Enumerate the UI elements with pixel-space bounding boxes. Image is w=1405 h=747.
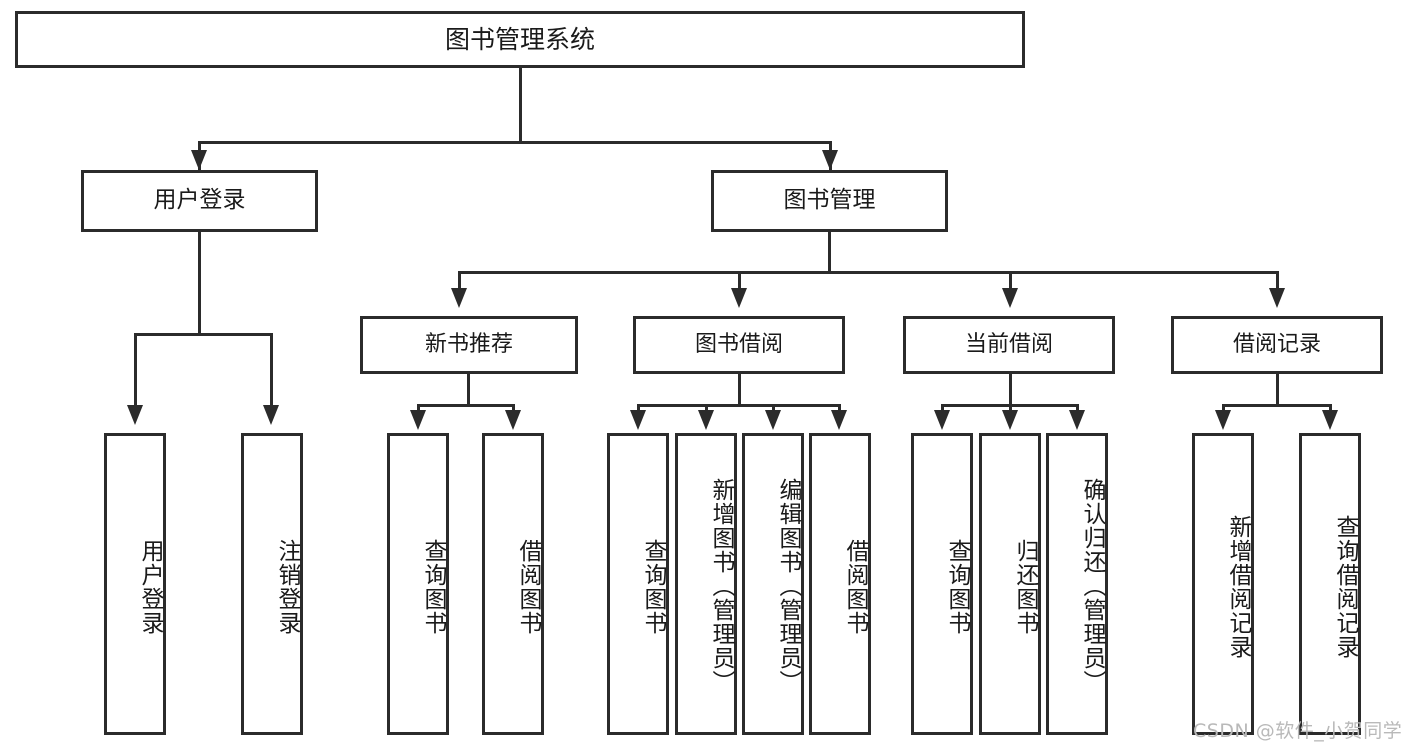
connector-root-stem	[519, 68, 522, 143]
node-label: 图书借阅	[694, 332, 783, 358]
leaf-node-query-book-3[interactable]: 查询图书	[911, 433, 973, 735]
connector-book-manage-bar	[458, 271, 1278, 274]
leaf-node-edit-book[interactable]: 编辑图书（管理员）	[742, 433, 804, 735]
connector-book-borrow-bar	[637, 404, 841, 407]
connector-root-bar	[198, 141, 832, 144]
leaf-node-user-login[interactable]: 用户登录	[104, 433, 166, 735]
connector-new-book-stem	[467, 374, 470, 406]
arrowhead-leaf-query-book-3	[934, 410, 950, 430]
connector-current-borrow-stem	[1009, 374, 1012, 406]
leaf-node-query-book-2[interactable]: 查询图书	[607, 433, 669, 735]
leaf-node-confirm-return[interactable]: 确认归还（管理员）	[1046, 433, 1108, 735]
arrowhead-leaf-add-book	[698, 410, 714, 430]
node-label: 查询图书	[420, 539, 446, 635]
node-label: 注销登录	[274, 539, 300, 635]
leaf-node-add-record[interactable]: 新增借阅记录	[1192, 433, 1254, 735]
leaf-node-borrow-book-2[interactable]: 借阅图书	[809, 433, 871, 735]
connector-book-manage-branch-2	[738, 271, 741, 297]
node-label: 图书管理系统	[444, 24, 595, 54]
node-root-book-management-system[interactable]: 图书管理系统	[15, 11, 1025, 68]
connector-book-manage-branch-3	[1009, 271, 1012, 297]
node-label: 查询借阅记录	[1332, 515, 1358, 659]
arrowhead-leaf-confirm-return	[1069, 410, 1085, 430]
leaf-node-query-book-1[interactable]: 查询图书	[387, 433, 449, 735]
arrowhead-user-login	[191, 150, 207, 170]
connector-user-login-branch-1	[134, 333, 137, 413]
node-label: 编辑图书（管理员）	[775, 478, 801, 694]
arrowhead-leaf-borrow-book-1	[505, 410, 521, 430]
node-current-borrow[interactable]: 当前借阅	[903, 316, 1115, 374]
node-borrow-record[interactable]: 借阅记录	[1171, 316, 1383, 374]
connector-book-manage-branch-4	[1276, 271, 1279, 297]
node-label: 归还图书	[1012, 539, 1038, 635]
arrowhead-book-manage	[822, 150, 838, 170]
node-label: 新增图书（管理员）	[708, 478, 734, 694]
arrowhead-borrow-record	[1269, 288, 1285, 308]
node-book-borrow[interactable]: 图书借阅	[633, 316, 845, 374]
csdn-watermark: CSDN @软件_小贺同学	[1193, 720, 1403, 742]
arrowhead-current-borrow	[1002, 288, 1018, 308]
arrowhead-leaf-query-book-2	[630, 410, 646, 430]
node-label: 新增借阅记录	[1225, 515, 1251, 659]
node-label: 用户登录	[153, 187, 246, 214]
node-book-management[interactable]: 图书管理	[711, 170, 948, 232]
node-label: 当前借阅	[964, 332, 1053, 358]
arrowhead-new-book-recommend	[451, 288, 467, 308]
connector-borrow-record-stem	[1276, 374, 1279, 406]
leaf-node-add-book[interactable]: 新增图书（管理员）	[675, 433, 737, 735]
arrowhead-leaf-user-login	[127, 405, 143, 425]
connector-borrow-record-bar	[1222, 404, 1332, 407]
leaf-node-borrow-book-1[interactable]: 借阅图书	[482, 433, 544, 735]
leaf-node-return-book[interactable]: 归还图书	[979, 433, 1041, 735]
arrowhead-leaf-edit-book	[765, 410, 781, 430]
node-label: 图书管理	[783, 187, 876, 214]
connector-book-manage-branch-1	[458, 271, 461, 297]
node-new-book-recommend[interactable]: 新书推荐	[360, 316, 578, 374]
connector-user-login-bar	[134, 333, 273, 336]
node-label: 查询图书	[640, 539, 666, 635]
arrowhead-leaf-return-book	[1002, 410, 1018, 430]
node-label: 借阅图书	[515, 539, 541, 635]
leaf-node-query-record[interactable]: 查询借阅记录	[1299, 433, 1361, 735]
node-label: 新书推荐	[424, 332, 513, 358]
node-label: 查询图书	[944, 539, 970, 635]
arrowhead-leaf-logout-login	[263, 405, 279, 425]
arrowhead-leaf-query-book-1	[410, 410, 426, 430]
connector-book-manage-stem	[828, 232, 831, 274]
node-label: 借阅记录	[1232, 332, 1321, 358]
connector-book-borrow-stem	[738, 374, 741, 406]
node-label: 借阅图书	[842, 539, 868, 635]
connector-user-login-branch-2	[270, 333, 273, 413]
arrowhead-leaf-borrow-book-2	[831, 410, 847, 430]
arrowhead-book-borrow	[731, 288, 747, 308]
arrowhead-leaf-add-record	[1215, 410, 1231, 430]
node-label: 用户登录	[137, 539, 163, 635]
node-label: 确认归还（管理员）	[1079, 478, 1105, 694]
leaf-node-logout-login[interactable]: 注销登录	[241, 433, 303, 735]
connector-user-login-stem	[198, 232, 201, 335]
connector-new-book-bar	[417, 404, 515, 407]
arrowhead-leaf-query-record	[1322, 410, 1338, 430]
node-user-login[interactable]: 用户登录	[81, 170, 318, 232]
